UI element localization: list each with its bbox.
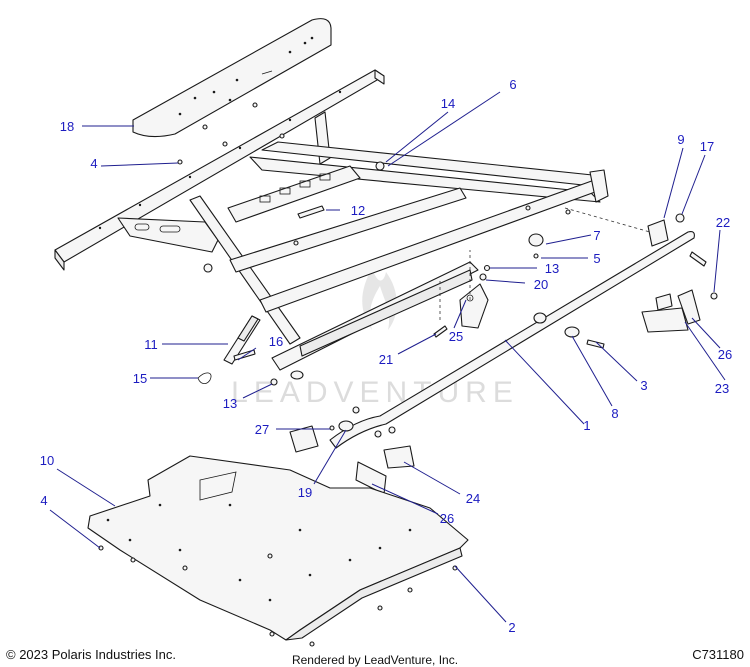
callout-2: 2 xyxy=(508,620,515,635)
callout-13-left: 13 xyxy=(223,396,237,411)
part-bar-clamp xyxy=(655,293,673,311)
part-17-fitting xyxy=(675,213,685,223)
part-end-bushing xyxy=(289,425,319,453)
part-10-skid-plate xyxy=(87,455,469,647)
part-22-bolt xyxy=(689,251,707,267)
callout-17: 17 xyxy=(700,139,714,154)
callout-26-bottom: 26 xyxy=(440,511,454,526)
callout-9: 9 xyxy=(677,132,684,147)
part-21-bolt xyxy=(433,325,448,338)
part-8-bushing xyxy=(564,326,580,338)
callout-12: 12 xyxy=(351,203,365,218)
callout-19: 19 xyxy=(298,485,312,500)
part-bushing xyxy=(290,370,304,380)
callout-6: 6 xyxy=(509,77,516,92)
diagram-code: C731180 xyxy=(692,647,744,662)
callout-22: 22 xyxy=(716,215,730,230)
callout-1: 1 xyxy=(583,418,590,433)
part-9-bushing xyxy=(647,219,669,247)
part-14-nut xyxy=(375,161,385,171)
part-13-nut-b xyxy=(483,264,491,272)
part-27-nut xyxy=(329,425,335,431)
callout-11: 11 xyxy=(144,337,158,352)
part-18-panel xyxy=(132,18,332,138)
part-nut-c xyxy=(352,406,360,414)
callout-8: 8 xyxy=(611,406,618,421)
callout-14: 14 xyxy=(441,96,455,111)
part-13-nut-a xyxy=(270,378,278,386)
callout-20: 20 xyxy=(534,277,548,292)
callout-27: 27 xyxy=(255,422,269,437)
callout-3: 3 xyxy=(640,378,647,393)
part-11-strut xyxy=(223,315,261,365)
part-6-frame xyxy=(54,69,609,371)
callout-23: 23 xyxy=(715,381,729,396)
callout-15: 15 xyxy=(133,371,147,386)
part-5-screw xyxy=(533,253,539,259)
callout-4-bottom: 4 xyxy=(40,493,47,508)
assembly-lines xyxy=(439,207,651,320)
callout-labels: 1 2 3 4 4 5 6 7 8 9 10 11 12 13 13 14 15… xyxy=(40,77,732,635)
watermark-text: LEADVENTURE xyxy=(231,376,519,409)
callout-16: 16 xyxy=(269,334,283,349)
copyright-text: © 2023 Polaris Industries Inc. xyxy=(6,647,176,662)
callout-18: 18 xyxy=(60,119,74,134)
part-clamp-a xyxy=(374,430,382,438)
part-15-clip xyxy=(197,372,212,384)
part-bushing-2 xyxy=(533,312,547,324)
part-19-bushing xyxy=(338,420,354,432)
part-22-nut xyxy=(710,292,718,300)
callout-7: 7 xyxy=(593,228,600,243)
leader-lines xyxy=(49,91,726,623)
footer: © 2023 Polaris Industries Inc. Rendered … xyxy=(6,647,744,667)
part-20-washer xyxy=(479,273,487,281)
callout-13-right: 13 xyxy=(545,261,559,276)
callout-25: 25 xyxy=(449,329,463,344)
part-25-mount xyxy=(459,283,489,329)
rendered-by-text: Rendered by LeadVenture, Inc. xyxy=(292,653,458,667)
callout-24: 24 xyxy=(466,491,480,506)
part-24-bracket xyxy=(383,445,415,469)
part-26-link-upper xyxy=(677,289,701,325)
callout-5: 5 xyxy=(593,251,600,266)
part-1-stabilizer-bar xyxy=(329,231,695,449)
part-7-bumper xyxy=(528,233,544,247)
callout-10: 10 xyxy=(40,453,54,468)
callout-21: 21 xyxy=(379,352,393,367)
part-12-pin xyxy=(297,205,325,219)
part-23-bracket xyxy=(641,307,689,333)
callout-26-right: 26 xyxy=(718,347,732,362)
callout-4-top: 4 xyxy=(90,156,97,171)
part-clamp-b xyxy=(388,426,396,434)
watermark: LEADVENTURE xyxy=(231,268,519,409)
